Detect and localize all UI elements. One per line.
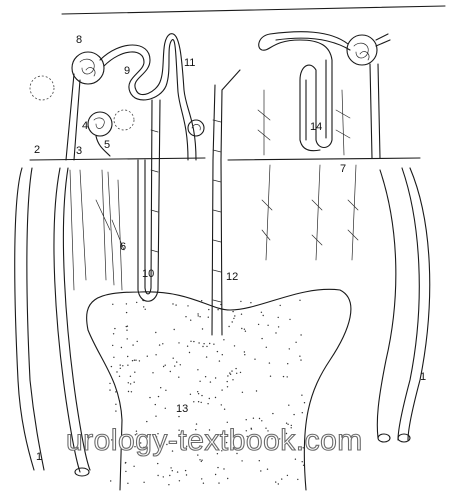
label-1-right: 1 [420, 371, 426, 383]
glomerulus-right-capillaries [354, 43, 369, 60]
right-nephron-tubule-outer [259, 32, 348, 151]
label-12: 12 [226, 271, 238, 283]
vasa-recta-right [262, 165, 358, 260]
dashed-glomerulus-2 [30, 76, 54, 100]
renal-capsule-line [62, 6, 445, 14]
interlobar-vessel-right-outer [398, 168, 419, 440]
cortical-vessels-right [258, 90, 350, 155]
efferent-right [376, 34, 390, 46]
glomerulus-right [347, 35, 377, 65]
label-4: 4 [82, 120, 88, 132]
label-10: 10 [142, 268, 154, 280]
vasa-recta-left [70, 170, 124, 290]
corticomedullary-boundary [30, 158, 420, 160]
interlobar-vessel-left-inner [27, 168, 44, 470]
interlobar-vessel-right-2 [377, 170, 396, 438]
label-13: 13 [176, 403, 188, 415]
vessel-cross-section-left [75, 468, 89, 476]
interlobar-vessel-left-outer [15, 168, 34, 470]
label-8: 8 [76, 34, 82, 46]
glomerulus-juxtamedullary [88, 112, 112, 136]
glomerulus-small [188, 120, 204, 136]
dashed-glomerulus-1 [114, 110, 134, 130]
label-7: 7 [340, 163, 346, 175]
label-2: 2 [34, 144, 40, 156]
label-6: 6 [120, 241, 126, 253]
proximal-tubule-superficial [100, 34, 196, 160]
right-vessel-descending [370, 64, 380, 158]
watermark: urology-textbook.com [66, 424, 363, 457]
label-14: 14 [310, 121, 322, 133]
proximal-tubule-superficial-inner [104, 40, 188, 160]
collecting-duct [212, 70, 240, 335]
renal-papilla [87, 289, 351, 490]
juxtamedullary-capillaries [94, 118, 104, 129]
papilla-stipple [109, 300, 305, 486]
label-11: 11 [184, 57, 195, 69]
label-1-left: 1 [36, 451, 42, 463]
vessel-cross-section-right-1 [378, 434, 390, 442]
label-9: 9 [124, 65, 130, 77]
label-5: 5 [104, 139, 110, 151]
loop-of-henle-long-inner [145, 100, 152, 294]
collecting-duct-texture [213, 120, 221, 302]
glomerular-capillaries [80, 59, 95, 76]
label-3: 3 [76, 145, 82, 157]
